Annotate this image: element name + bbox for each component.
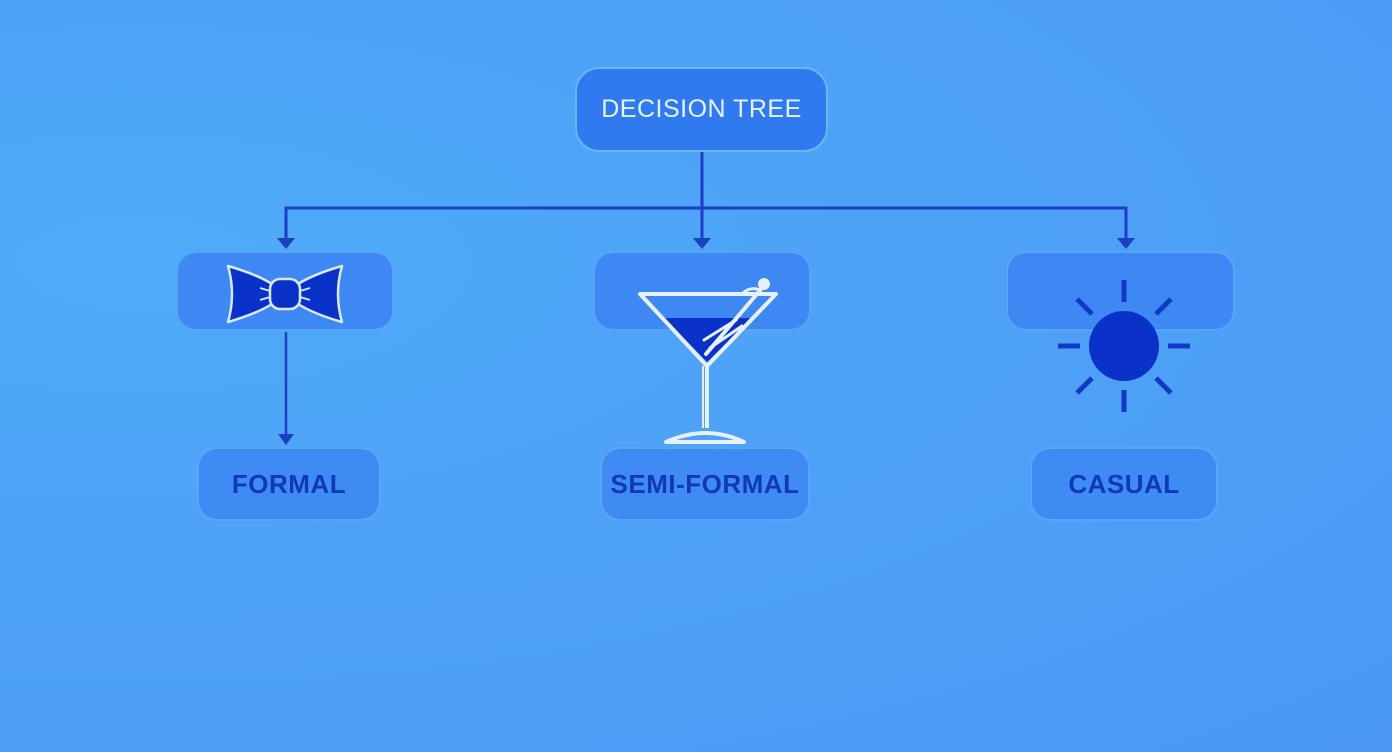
casual-label-node: CASUAL bbox=[1030, 447, 1218, 521]
casual-label: CASUAL bbox=[1068, 468, 1180, 499]
root-node-label: DECISION TREE bbox=[601, 95, 802, 123]
sun-icon bbox=[1058, 280, 1190, 412]
bow-tie-icon bbox=[226, 264, 344, 324]
decision-tree-root-node: DECISION TREE bbox=[575, 67, 828, 152]
horizontal-branch-connector bbox=[284, 206, 1128, 240]
semi-formal-label-node: SEMI-FORMAL bbox=[600, 447, 810, 521]
semi-formal-label: SEMI-FORMAL bbox=[610, 468, 800, 499]
arrow-to-formal-icon bbox=[277, 238, 295, 249]
arrow-to-semi-formal-icon bbox=[693, 238, 711, 249]
arrow-to-formal-label bbox=[278, 434, 294, 445]
cocktail-glass-icon bbox=[638, 278, 778, 444]
semi-formal-icon-node bbox=[593, 251, 811, 331]
formal-label-node: FORMAL bbox=[197, 447, 381, 521]
formal-label: FORMAL bbox=[231, 468, 347, 499]
arrow-to-casual-icon bbox=[1117, 238, 1135, 249]
